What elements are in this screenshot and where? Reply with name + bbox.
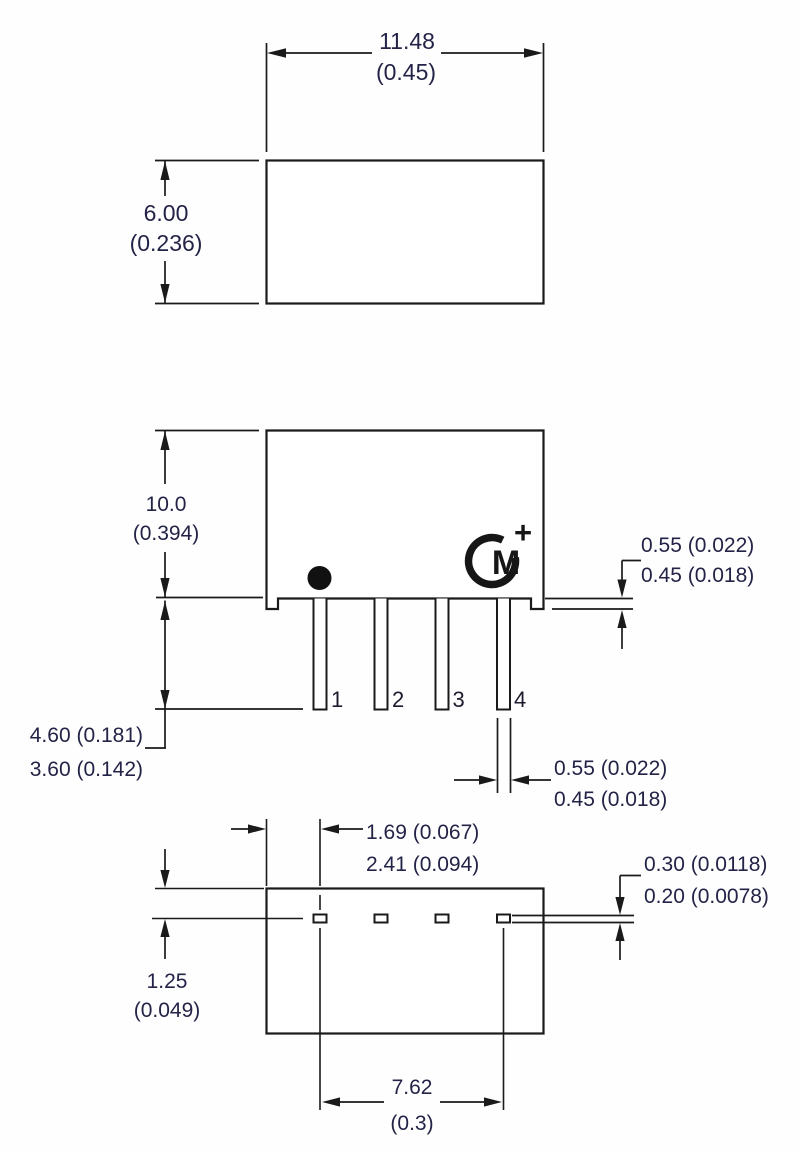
pin-label-3: 3 [453,687,465,712]
arrowhead-up-icon [617,610,627,628]
pitch-inch-label: (0.3) [390,1112,433,1135]
arrowhead-down-icon [160,690,170,709]
standoff-min-label: 0.45 (0.018) [641,564,754,587]
lead-thickness-max-label: 0.30 (0.0118) [644,853,767,876]
edge-to-pin-min-label: 1.69 (0.067) [366,821,479,844]
arrowhead-right-icon [248,824,266,834]
dimension-edge-to-pin: 1.69 (0.067) 2.41 (0.094) [231,821,479,876]
pin-label-2: 2 [392,687,404,712]
pin-label-4: 4 [514,687,526,712]
dimension-standoff-height: 0.55 (0.022) 0.45 (0.018) [545,534,754,649]
lead-length-max-label: 4.60 (0.181) [30,724,143,747]
dimension-lead-width: 0.55 (0.022) 0.45 (0.018) [454,718,667,811]
body-height-inch-label: (0.394) [133,522,200,545]
lead-2 [373,598,389,711]
arrowhead-down-icon [160,870,170,888]
arrowhead-up-icon [160,161,170,180]
arrowhead-left-icon [511,775,529,785]
arrowhead-down-icon [615,897,625,915]
lead-pads [312,913,511,924]
row-offset-inch-label: (0.049) [134,999,201,1022]
dimension-lead-length: 4.60 (0.181) 3.60 (0.142) [30,600,303,781]
top-depth-inch-label: (0.236) [130,230,203,256]
front-view: M + 1 2 3 4 10.0 (0.394) 4.60 (0.1 [30,429,754,811]
arrowhead-up-icon [160,601,170,620]
leads [312,598,511,711]
arrowhead-left-icon [322,1097,340,1107]
pitch-mm-label: 7.62 [392,1076,433,1099]
edge-to-pin-max-label: 2.41 (0.094) [366,853,479,876]
lead-thickness-min-label: 0.20 (0.0078) [644,885,769,908]
logo-letter: M [492,544,520,582]
center-lines [152,819,505,1110]
logo-plus: + [514,515,532,550]
lead-width-max-label: 0.55 (0.022) [554,757,667,780]
pad-3 [434,913,450,924]
pin-label-1: 1 [331,687,343,712]
arrowhead-down-icon [617,579,627,598]
row-offset-mm-label: 1.25 [147,970,188,993]
lead-width-min-label: 0.45 (0.018) [554,788,667,811]
arrowhead-up-icon [160,431,170,450]
lead-1 [312,598,328,711]
front-view-body [265,429,545,611]
lead-3 [434,598,450,711]
arrowhead-down-icon [160,284,170,303]
murata-logo-icon: M + [464,515,532,589]
bottom-view-body [265,887,545,1035]
pad-2 [373,913,389,924]
top-view-body [265,159,545,305]
dimension-lead-thickness: 0.30 (0.0118) 0.20 (0.0078) [512,853,769,960]
pin1-indicator-dot [307,566,332,590]
top-view: 11.48 (0.45) 6.00 (0.236) [130,28,545,305]
arrowhead-right-icon [479,775,497,785]
dimension-row-offset: 1.25 (0.049) [134,849,201,1022]
pad-4 [496,913,511,924]
arrowhead-right-icon [484,1097,502,1107]
lead-4 [496,598,511,711]
top-width-mm-label: 11.48 [379,28,435,54]
dimension-top-width: 11.48 (0.45) [265,28,545,152]
top-width-inch-label: (0.45) [376,59,436,85]
arrowhead-right-icon [524,48,543,58]
dimension-pin-pitch: 7.62 (0.3) [322,1076,502,1135]
body-height-mm-label: 10.0 [146,493,187,516]
bottom-view: 1.69 (0.067) 2.41 (0.094) 1.25 (0.049) 0… [134,819,769,1135]
arrowhead-up-icon [615,923,625,941]
standoff-max-label: 0.55 (0.022) [641,534,754,557]
arrowhead-left-icon [267,48,286,58]
pin-number-labels: 1 2 3 4 [331,687,526,712]
arrowhead-left-icon [321,824,339,834]
pad-1 [312,913,328,924]
dimension-body-height: 10.0 (0.394) [133,429,263,599]
dimension-top-depth: 6.00 (0.236) [130,159,259,305]
arrowhead-down-icon [160,578,170,597]
top-depth-mm-label: 6.00 [144,200,189,226]
lead-length-min-label: 3.60 (0.142) [30,758,143,781]
arrowhead-up-icon [160,919,170,937]
